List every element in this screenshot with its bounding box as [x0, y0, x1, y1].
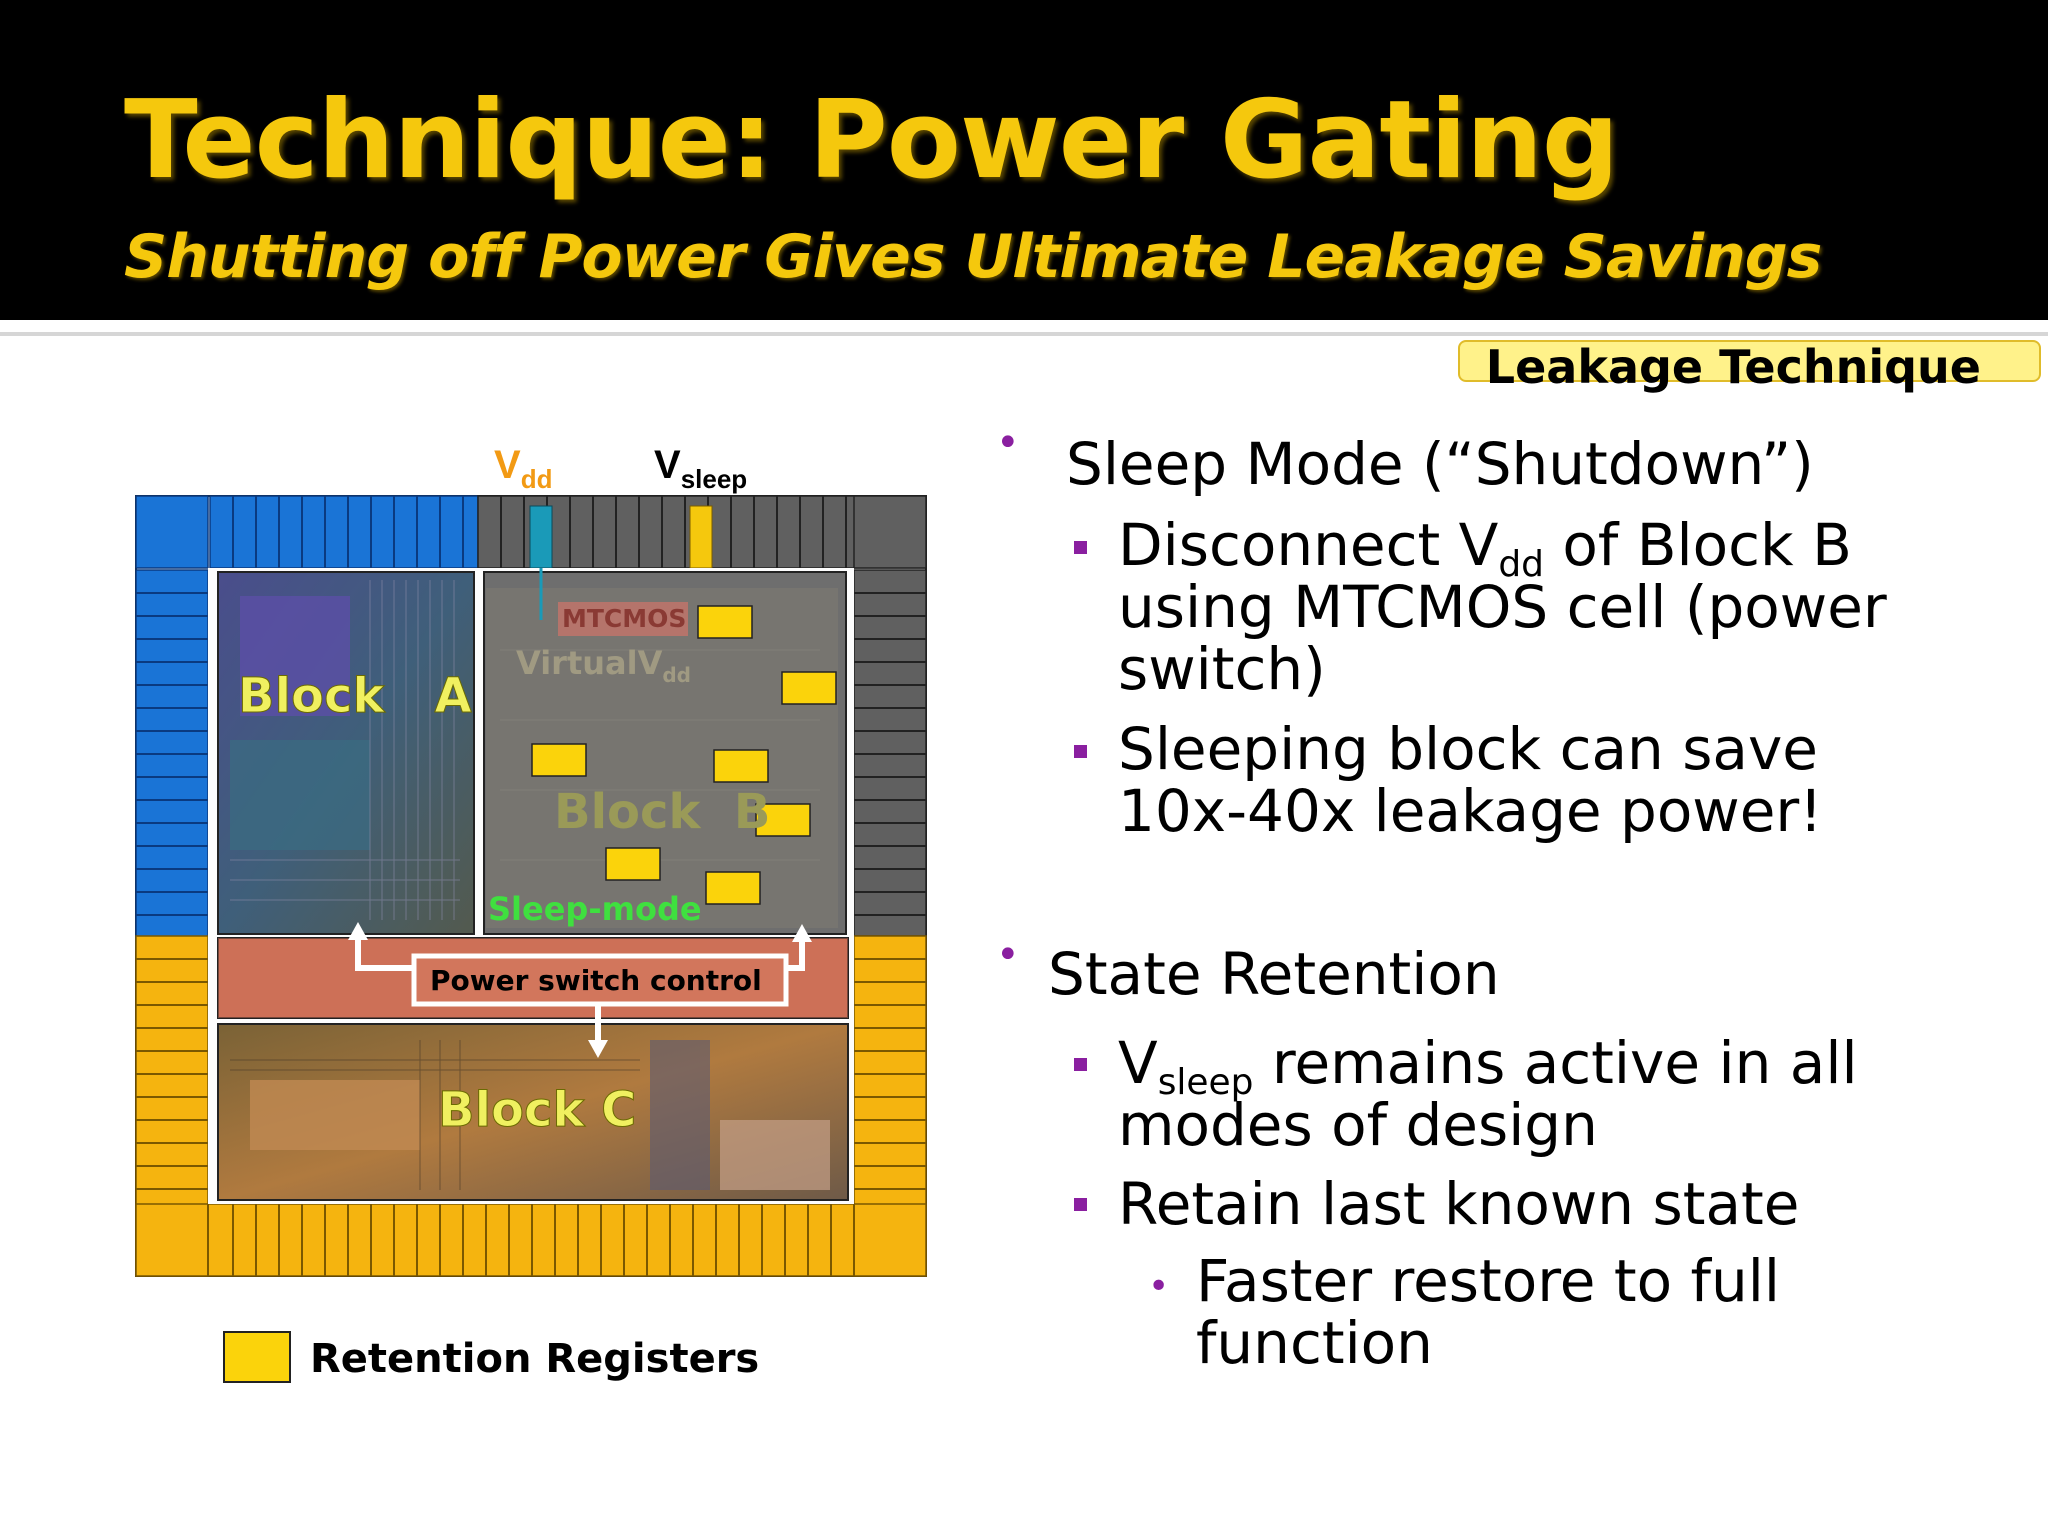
bullet-list: • Sleep Mode (“Shutdown”) Disconnect Vdd… [990, 420, 2040, 1420]
vsleep-label: Vsleep [654, 443, 747, 494]
left-pad-dividers-blue [136, 592, 208, 916]
vdd-rail [529, 505, 553, 569]
block-b-label: Block B [554, 784, 770, 840]
block-a-label: Block A [238, 668, 472, 724]
bullet-retain-state: Retain last known state [1118, 1170, 1800, 1238]
bullet-dot-icon: • [996, 420, 1020, 466]
top-pad-row-blue [135, 495, 479, 569]
legend-retention-swatch [223, 1331, 291, 1383]
bullet-vsleep-active: Vsleep remains active in all modes of de… [1118, 1029, 1858, 1159]
top-right-corner-pad [853, 495, 927, 569]
arrow-down-icon [588, 1040, 608, 1058]
bullet-square-icon [1074, 745, 1087, 758]
mtcmos-label: MTCMOS [562, 604, 686, 633]
bullet-sleep-mode: Sleep Mode (“Shutdown”) [1066, 430, 1814, 498]
bullet-state-retention: State Retention [1048, 940, 1500, 1008]
bullet-disconnect-vdd: Disconnect Vdd of Block B using MTCMOS c… [1118, 511, 1887, 703]
retention-register [697, 605, 753, 639]
top-pad-dividers-blue [232, 496, 464, 568]
retention-register [713, 749, 769, 783]
power-switch-control-label: Power switch control [430, 964, 762, 997]
vdd-label: Vdd [494, 443, 552, 494]
bullet-faster-restore: Faster restore to full function [1196, 1247, 1780, 1377]
arrow-up-left-icon [348, 922, 368, 940]
slide-subtitle: Shutting off Power Gives Ultimate Leakag… [124, 222, 1822, 292]
legend-retention-label: Retention Registers [310, 1336, 759, 1382]
chip-floorplan-diagram: Vdd Vsleep MTCMOS VirtualVdd Block A Blo… [135, 443, 927, 1383]
retention-register [781, 671, 837, 705]
bullet-square-icon [1074, 1198, 1087, 1211]
sleep-mode-label: Sleep-mode [488, 890, 702, 928]
virtual-vdd-label: VirtualVdd [516, 644, 691, 687]
bottom-pad-dividers-yellow [207, 1204, 855, 1276]
retention-register [755, 803, 811, 837]
left-pad-column-blue [135, 569, 209, 951]
bullet-square-icon [1074, 541, 1087, 554]
bullet-dot-icon: • [1148, 1266, 1170, 1307]
retention-registers [531, 605, 837, 905]
topic-tag-label: Leakage Technique [1485, 340, 1981, 394]
arrow-up-right-icon [792, 924, 812, 942]
header-divider [0, 332, 2048, 336]
right-pad-dividers-gray [854, 592, 926, 916]
right-pad-dividers-yellow [854, 958, 926, 1190]
mtcmos-cell [558, 602, 688, 636]
retention-register [705, 871, 761, 905]
vsleep-rail [689, 505, 713, 569]
slide-title: Technique: Power Gating [124, 78, 1619, 203]
block-c-region [217, 1023, 849, 1201]
bullet-square-icon [1074, 1058, 1087, 1071]
bullet-dot-icon: • [996, 932, 1020, 978]
power-switch-control-box [411, 953, 789, 1007]
block-c-label: Block C [438, 1082, 636, 1138]
retention-register [531, 743, 587, 777]
block-a-region [217, 571, 475, 935]
topic-tag: Leakage Technique [1458, 340, 2041, 394]
title-bar: Technique: Power Gating Shutting off Pow… [0, 0, 2048, 320]
retention-register [605, 847, 661, 881]
bullet-sleeping-block: Sleeping block can save 10x-40x leakage … [1118, 715, 1823, 845]
